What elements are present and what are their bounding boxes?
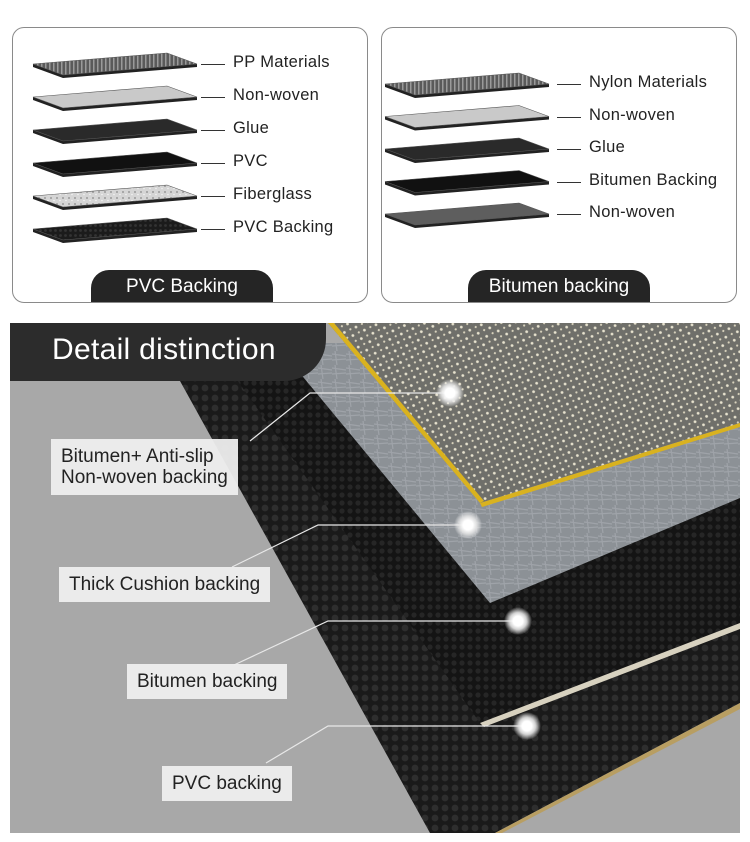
- layer-label: Fiberglass: [233, 185, 313, 203]
- layer-sheet: [32, 217, 198, 241]
- layer-sheet: [32, 151, 198, 175]
- layer-leader-line: [201, 130, 225, 131]
- layer-sheet: [384, 170, 550, 193]
- layer-label: Nylon Materials: [589, 73, 708, 91]
- layer-label: Non-woven: [589, 203, 676, 221]
- carpet-layers-photo: [180, 323, 740, 833]
- layer-leader-line: [557, 84, 581, 85]
- layer-sheet: [384, 202, 550, 226]
- detail-distinction-section: Detail distinction Bitumen+ Anti-slip No…: [10, 323, 740, 833]
- layer-stack-graphic: [384, 72, 550, 228]
- layer-label: Bitumen Backing: [589, 170, 718, 189]
- layer-leader-line: [201, 163, 225, 164]
- detail-distinction-title: Detail distinction: [10, 323, 326, 381]
- layer-label: PP Materials: [233, 53, 330, 71]
- layer-sheet: [32, 52, 198, 76]
- layer-leader-line: [557, 181, 581, 183]
- bitumen-backing-title: Bitumen backing: [468, 270, 650, 302]
- callout-label-bitumen: Bitumen backing: [127, 664, 288, 699]
- callout-marker-cushion: [454, 511, 482, 539]
- callout-marker-anti-slip: [436, 379, 464, 407]
- callout-marker-pvc: [513, 712, 541, 740]
- layer-label: Glue: [233, 119, 270, 137]
- callout-label-anti-slip: Bitumen+ Anti-slip Non-woven backing: [51, 439, 238, 495]
- layer-label: PVC: [233, 152, 268, 170]
- layer-sheet: [384, 72, 550, 96]
- layer-leader-line: [201, 196, 225, 197]
- layer-label: Non-woven: [589, 105, 676, 124]
- layer-leader-line: [201, 64, 225, 65]
- layer-sheet: [32, 118, 198, 142]
- layer-leader-line: [201, 97, 225, 98]
- layer-sheet: [384, 105, 550, 128]
- layer-sheet: [32, 184, 198, 208]
- callout-marker-bitumen: [504, 607, 532, 635]
- layer-leader-line: [201, 229, 225, 230]
- callout-label-pvc: PVC backing: [162, 766, 292, 801]
- layer-leader-line: [557, 149, 581, 150]
- layer-leader-line: [557, 116, 581, 118]
- layer-stack-graphic: [32, 52, 198, 243]
- callout-label-cushion: Thick Cushion backing: [59, 567, 271, 602]
- layer-label: Non-woven: [233, 86, 320, 104]
- layer-label: PVC Backing: [233, 218, 334, 236]
- layer-label: Glue: [589, 138, 626, 156]
- pvc-backing-title: PVC Backing: [91, 270, 273, 302]
- layer-sheet: [32, 85, 198, 109]
- layer-leader-line: [557, 214, 581, 215]
- layer-sheet: [384, 137, 550, 161]
